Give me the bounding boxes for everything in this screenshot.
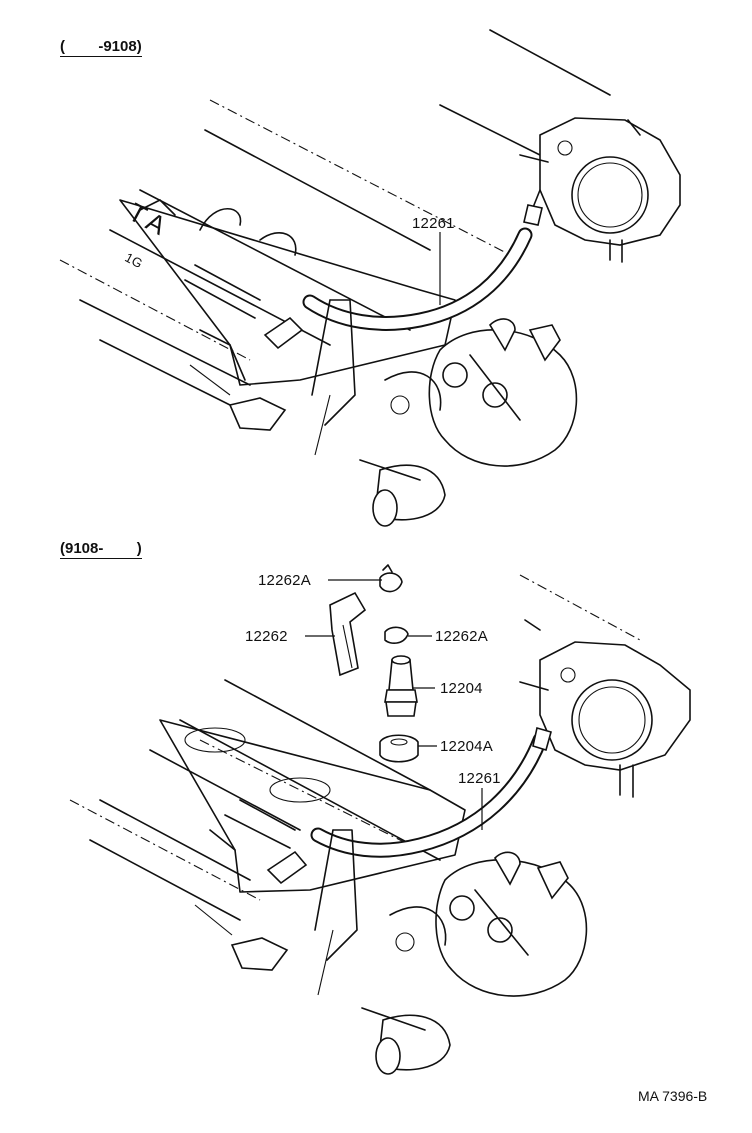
range-label-top: ( -9108) <box>60 38 142 57</box>
part-number-12262a-upper: 12262A <box>258 572 311 589</box>
range-label-bottom: (9108- ) <box>60 540 142 559</box>
bottom-throttle-body <box>519 619 691 798</box>
valve-12204 <box>384 655 418 717</box>
clamp-12262a-upper <box>379 564 403 593</box>
part-number-12204a: 12204A <box>440 738 493 755</box>
top-throttle-body <box>519 117 681 263</box>
hose-12262 <box>329 591 367 677</box>
top-engine-drawing <box>59 29 681 527</box>
grommet-12204a <box>379 734 419 763</box>
clamp-12262a-lower <box>384 626 409 644</box>
top-distributor <box>384 318 578 467</box>
bottom-distributor <box>389 851 588 997</box>
diagram-code: MA 7396-B <box>638 1088 708 1104</box>
part-number-12261-top: 12261 <box>412 215 455 232</box>
part-number-12262a-lower: 12262A <box>435 628 488 645</box>
part-number-12261-bottom: 12261 <box>458 770 501 787</box>
bottom-engine-drawing <box>69 564 691 1075</box>
part-number-12204: 12204 <box>440 680 483 697</box>
part-number-12262: 12262 <box>245 628 288 645</box>
